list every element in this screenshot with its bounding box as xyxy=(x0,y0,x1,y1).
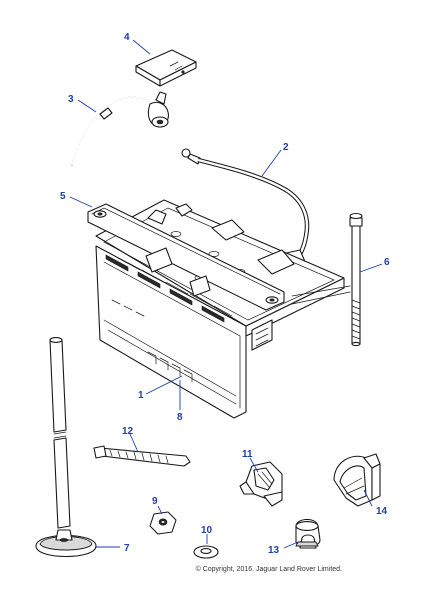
leader-12 xyxy=(129,433,139,453)
callout-2: 2 xyxy=(283,142,289,153)
callout-9: 9 xyxy=(152,496,158,507)
leader-1 xyxy=(145,375,183,395)
leader-2 xyxy=(261,149,282,177)
leader-5 xyxy=(69,196,93,208)
hold-down-bolt-part[interactable] xyxy=(291,212,363,347)
negative-cable-part[interactable] xyxy=(71,91,169,166)
leader-6 xyxy=(359,263,383,273)
callout-8: 8 xyxy=(177,412,183,423)
terminal-cover-part[interactable] xyxy=(135,49,197,87)
copyright-notice: © Copyright, 2016. Jaguar Land Rover Lim… xyxy=(195,566,342,573)
callout-6: 6 xyxy=(384,257,390,268)
leader-9 xyxy=(157,505,163,515)
clamp-bar-part[interactable] xyxy=(87,203,285,311)
leader-3 xyxy=(77,99,97,113)
callout-14: 14 xyxy=(376,506,388,517)
washer-part[interactable] xyxy=(193,545,219,559)
cable-clamp-part[interactable] xyxy=(333,453,381,507)
callout-12: 12 xyxy=(122,426,134,437)
callout-13: 13 xyxy=(268,545,280,556)
grommet-clip-part[interactable] xyxy=(295,518,321,549)
vent-tube-part[interactable] xyxy=(35,337,97,558)
callout-11: 11 xyxy=(242,449,253,460)
leader-4 xyxy=(132,39,151,55)
callout-leaders xyxy=(69,39,383,549)
nut-part[interactable] xyxy=(149,511,177,535)
leader-11 xyxy=(249,457,259,473)
callout-5: 5 xyxy=(60,191,66,202)
leader-13 xyxy=(283,541,299,549)
cable-tie-part[interactable] xyxy=(93,445,191,467)
leader-14 xyxy=(363,489,373,507)
callout-7: 7 xyxy=(124,543,130,554)
cable-clip-part[interactable] xyxy=(239,461,283,507)
callout-4: 4 xyxy=(124,32,130,43)
callout-1: 1 xyxy=(138,390,144,401)
callout-10: 10 xyxy=(201,525,213,536)
callout-3: 3 xyxy=(68,94,74,105)
callout-labels: 4 3 2 5 6 1 8 12 11 9 10 13 14 7 xyxy=(60,32,390,556)
